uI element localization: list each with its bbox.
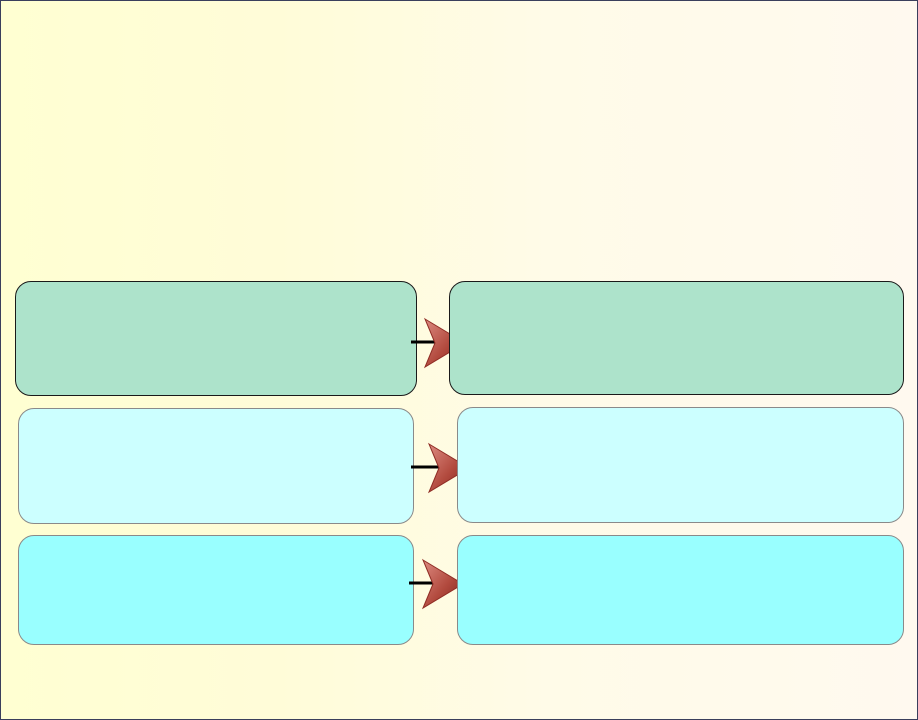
- row-1-right-box: [449, 281, 904, 395]
- row-3-right-text: [458, 536, 903, 556]
- row-3-left-text: [19, 536, 413, 556]
- row-2-right-text: [458, 408, 903, 428]
- row-3-right-box: [457, 535, 904, 645]
- row-2-left-text: [19, 409, 413, 429]
- row-2-left-box: [18, 408, 414, 524]
- row-1-right-text: [450, 282, 903, 302]
- row-3-arrow-icon: [409, 558, 464, 610]
- row-1-left-box: [15, 281, 417, 396]
- row-2-arrow-icon: [411, 442, 470, 494]
- row-1-left-text: [16, 282, 416, 302]
- row-3-left-box: [18, 535, 414, 645]
- row-2-right-box: [457, 407, 904, 523]
